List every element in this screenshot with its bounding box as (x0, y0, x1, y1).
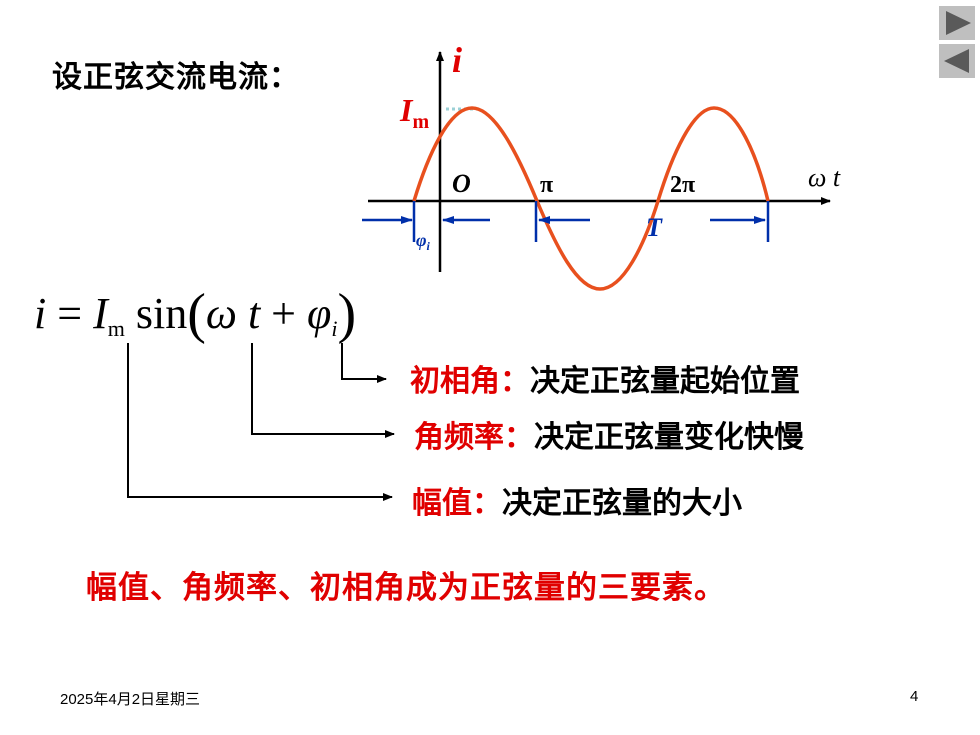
amplitude-label: Im (399, 92, 429, 133)
pi-label: π (540, 172, 553, 198)
omega-t-label: ω t (808, 163, 841, 192)
prev-slide-button[interactable] (939, 44, 975, 78)
desc-amplitude: 幅值：决定正弦量的大小 (412, 486, 742, 521)
connector-phase (341, 343, 387, 383)
triangle-right-icon (946, 11, 971, 35)
slide-heading: 设正弦交流电流： (52, 60, 300, 95)
phase-angle-label: φi (416, 230, 431, 253)
connector-amplitude (127, 343, 393, 501)
sine-curve (412, 106, 770, 291)
footer-date: 2025年4月2日星期三 (60, 691, 201, 708)
next-slide-button[interactable] (939, 6, 975, 40)
page-number: 4 (910, 688, 919, 705)
sine-formula: i = Im sin(ω t + φi) (34, 283, 357, 345)
summary-line: 幅值、角频率、初相角成为正弦量的三要素。 (86, 570, 726, 606)
origin-label: O (452, 169, 471, 198)
triangle-left-icon (944, 49, 969, 73)
period-label: T (646, 213, 663, 242)
desc-angular-frequency: 角频率：决定正弦量变化快慢 (414, 420, 804, 455)
two-pi-label: 2π (670, 172, 695, 198)
desc-initial-phase: 初相角：决定正弦量起始位置 (410, 364, 800, 399)
i-axis-label: i (452, 40, 462, 80)
connector-omega (251, 343, 395, 438)
